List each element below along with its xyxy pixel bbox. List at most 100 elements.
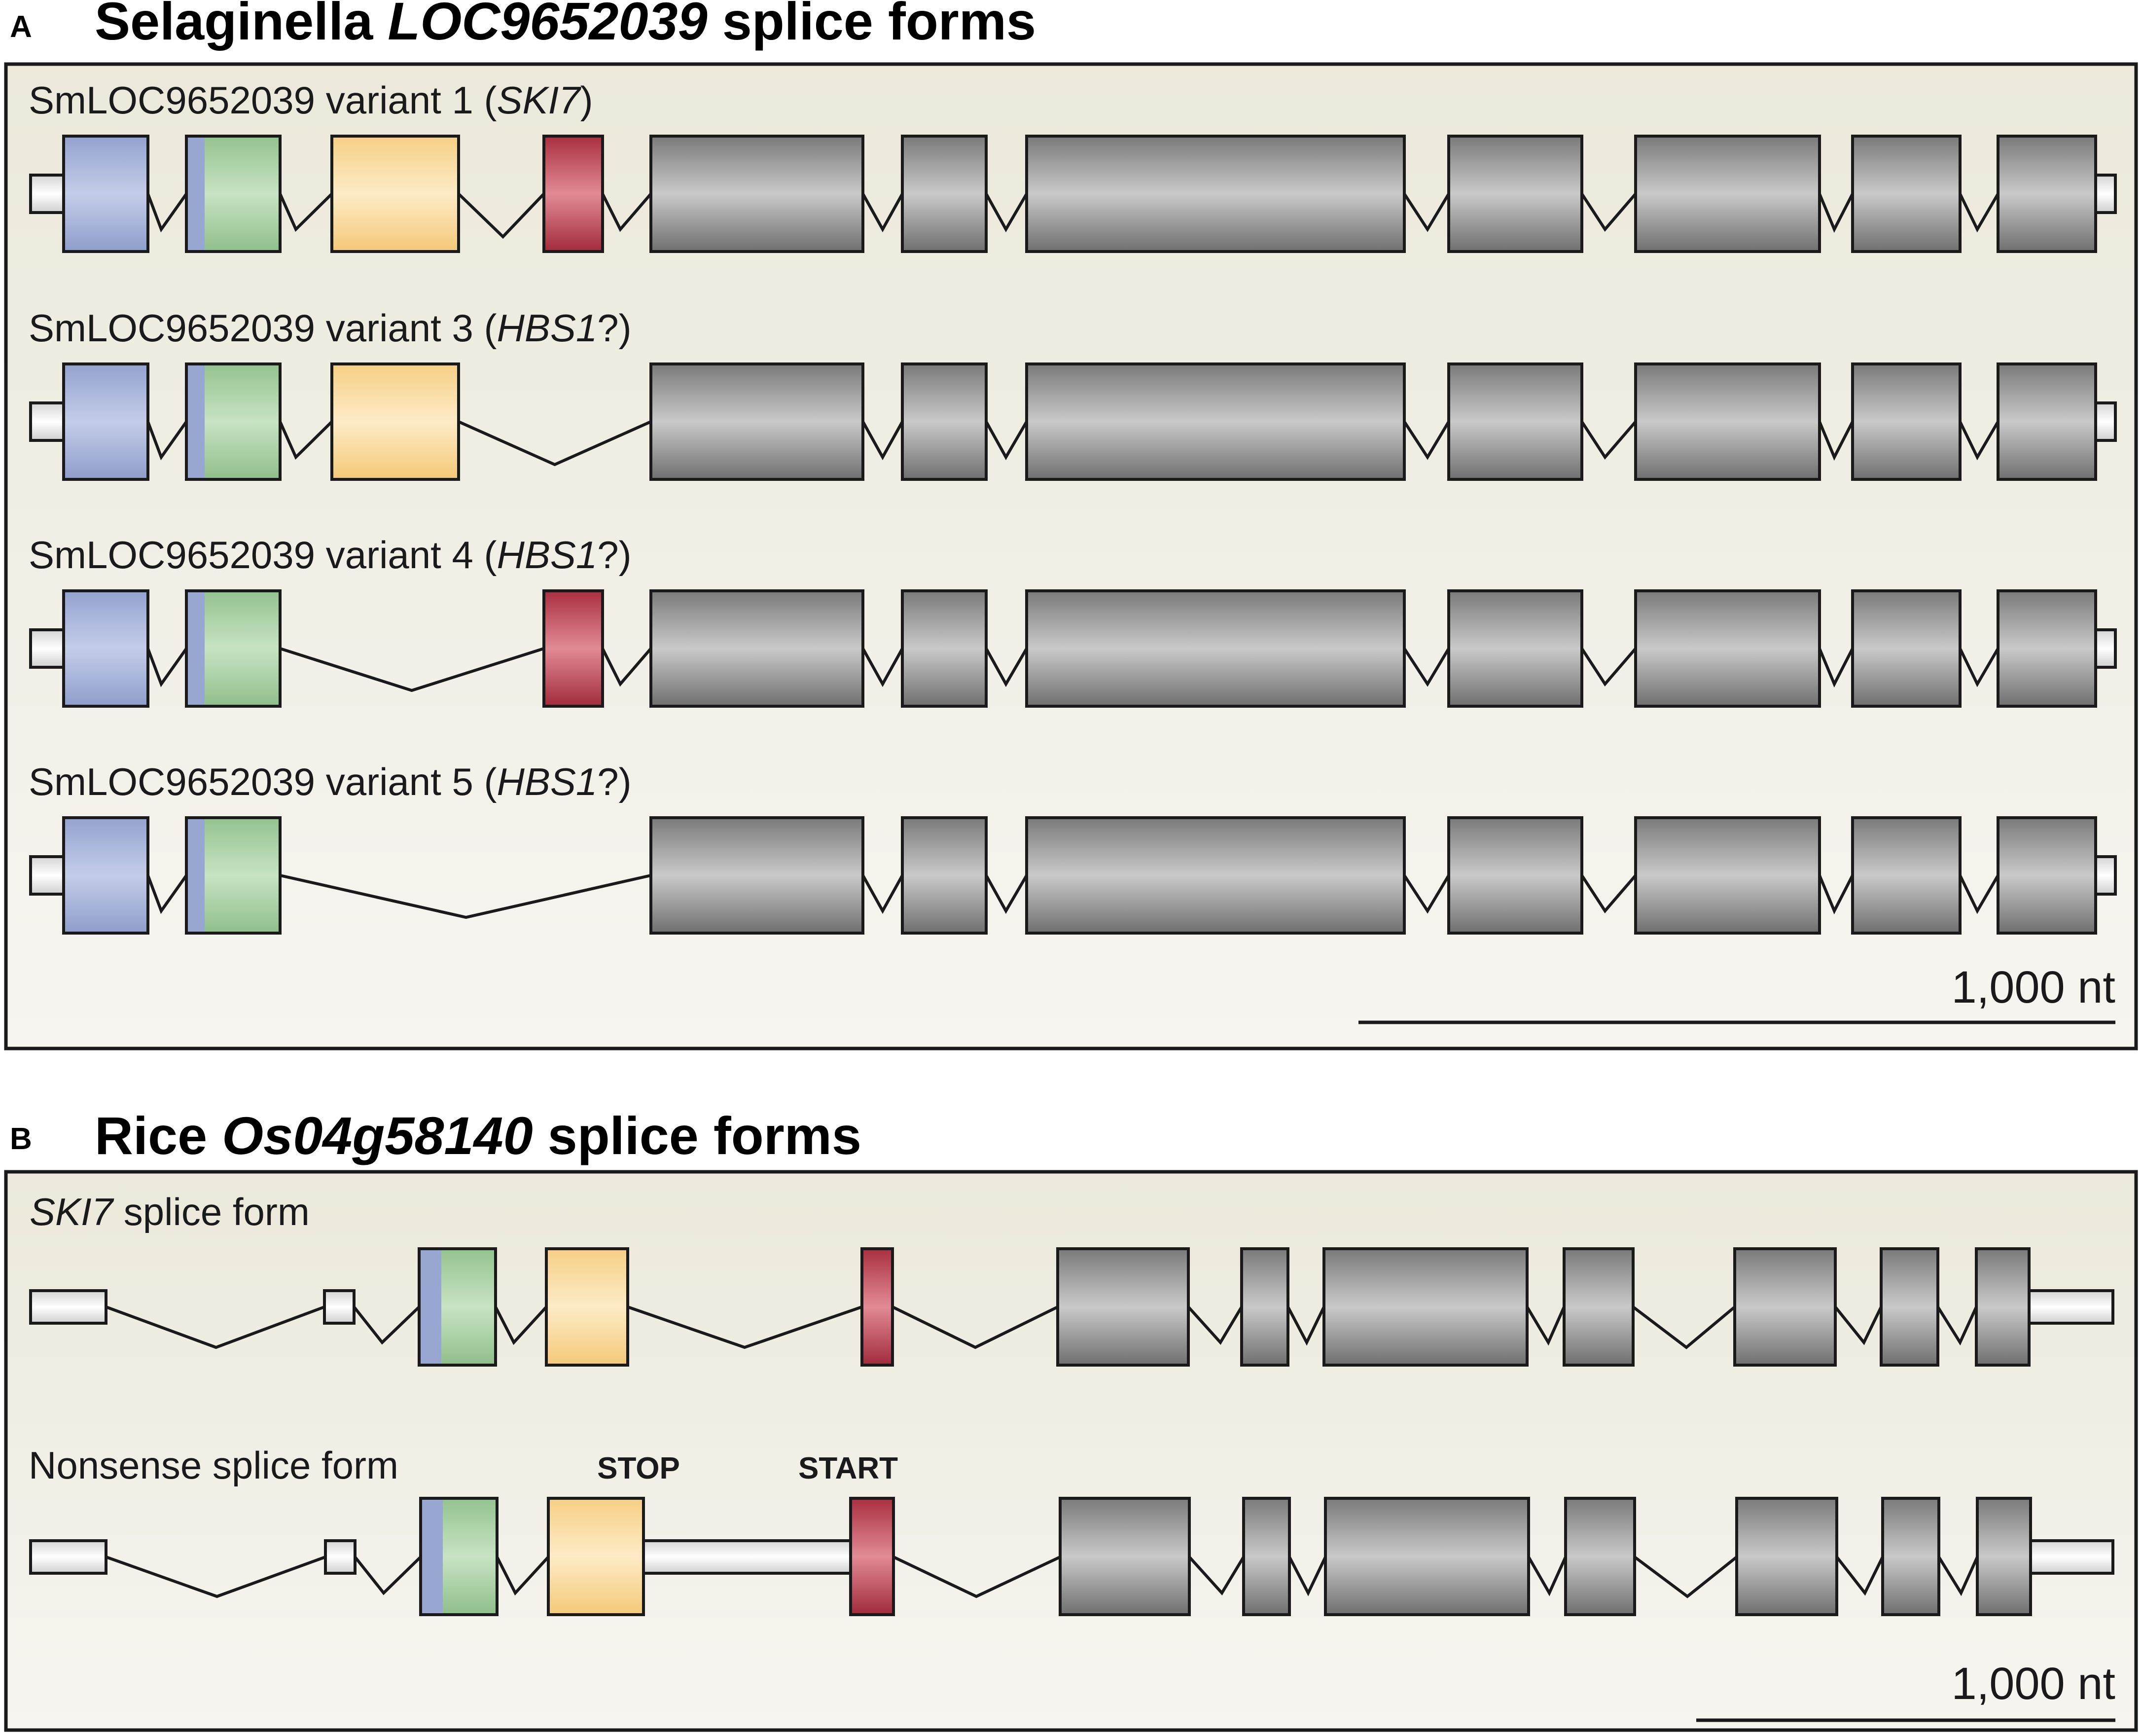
utr-5prime (29, 401, 65, 442)
gene-model-ski7-form (29, 1247, 2114, 1367)
track-label-nonsense-form: Nonsense splice form (29, 1444, 398, 1487)
intron-line (1403, 648, 1450, 687)
intron-line (1959, 193, 1999, 233)
panel-b-title: Rice Os04g58140 splice forms (95, 1106, 861, 1165)
utr-5prime (29, 628, 65, 669)
exon-grey (1564, 1497, 1636, 1616)
gene-model-variant-5 (29, 816, 2117, 935)
exon-grey (901, 362, 988, 481)
scale-bar-label: 1,000 nt (1951, 962, 2115, 1013)
track-label-ski7-form: SKI7 splice form (30, 1190, 310, 1233)
exon-grey (1733, 1247, 1837, 1367)
intron-line (494, 1305, 548, 1345)
intron-line (985, 193, 1028, 233)
exon-grey (1322, 1247, 1529, 1367)
intron-line (861, 648, 904, 687)
utr-3prime (2094, 401, 2117, 442)
exon-grey (1447, 362, 1583, 481)
gene-model-nonsense-form (29, 1497, 2114, 1616)
exon-blue-domain (62, 362, 149, 481)
exon-blue-domain (62, 589, 149, 708)
intron-line (1580, 874, 1637, 913)
exon-grey (1851, 362, 1962, 481)
exon-yellow-domain (547, 1497, 645, 1616)
intron-line (985, 648, 1028, 687)
intron-line (892, 1555, 1061, 1598)
intron-line (279, 192, 333, 232)
exon-grey (1634, 589, 1821, 708)
exon-grey (649, 362, 864, 481)
intron-line (146, 874, 188, 914)
intron-line (1937, 1556, 1979, 1596)
exon-grey (1025, 589, 1406, 708)
exon-grey (1975, 1247, 2031, 1367)
exon-yellow-domain (545, 1247, 629, 1367)
exon-grey (649, 816, 864, 935)
exon-grey (1447, 816, 1583, 935)
exon-grey (1997, 589, 2097, 708)
intron-line (1580, 193, 1637, 232)
exon-grey (1997, 135, 2097, 253)
exon-grey (1851, 589, 1962, 708)
exon-grey (1240, 1247, 1289, 1367)
exon-grey (1025, 135, 1406, 253)
exon-yellow-domain (330, 362, 460, 481)
exon-red-domain (849, 1497, 895, 1616)
intron-line (1188, 1555, 1245, 1596)
intron-line (1187, 1305, 1243, 1345)
exon-grey (1851, 816, 1962, 935)
exon-blue-stripe (188, 138, 205, 250)
exon-grey (901, 135, 988, 253)
intron-line (1634, 1555, 1738, 1598)
intron-line (861, 421, 904, 461)
exon-grey (1563, 1247, 1635, 1367)
intron-line (1818, 874, 1854, 915)
exon-grey (1881, 1497, 1940, 1616)
exon-grey (1242, 1497, 1291, 1616)
retained-intron-utr (642, 1539, 852, 1575)
intron-line (354, 1555, 422, 1595)
intron-line (1818, 648, 1854, 688)
intron-line (1959, 874, 1999, 914)
intron-line (458, 420, 652, 467)
gene-model-variant-3 (29, 362, 2117, 481)
intron-line (1834, 1306, 1883, 1345)
intron-line (105, 1555, 326, 1598)
exon-blue-stripe (188, 592, 205, 705)
stop-codon-label: STOP (597, 1451, 680, 1485)
intron-line (353, 1305, 421, 1345)
intron-line (861, 193, 904, 233)
utr-5prime (29, 1539, 107, 1575)
intron-line (985, 874, 1028, 914)
exon-grey (1059, 1497, 1191, 1616)
exon-grey (649, 135, 864, 253)
intron-line (1526, 1306, 1566, 1346)
exon-grey (1324, 1497, 1530, 1616)
exon-grey (1025, 362, 1406, 481)
exon-grey (1634, 362, 1821, 481)
utr-5prime-small (324, 1539, 357, 1575)
gene-model-variant-1 (29, 135, 2117, 253)
track-label-variant-4: SmLOC9652039 variant 4 (HBS1?) (29, 533, 632, 577)
utr-5prime (29, 855, 65, 896)
exon-grey (1997, 362, 2097, 481)
utr-5prime (29, 174, 65, 214)
exon-grey (1880, 1247, 1939, 1367)
intron-line (1959, 648, 1999, 687)
exon-grey (1447, 589, 1583, 708)
exon-blue-stripe (422, 1500, 443, 1613)
exon-grey (649, 589, 864, 708)
exon-red-domain (542, 135, 604, 253)
exon-grey (1056, 1247, 1190, 1367)
track-label-variant-3: SmLOC9652039 variant 3 (HBS1?) (29, 306, 632, 350)
exon-grey (1976, 1497, 2032, 1616)
utr-3prime (2094, 628, 2117, 669)
utr-5prime (29, 1289, 107, 1325)
intron-line (1580, 648, 1637, 687)
exon-grey (1997, 816, 2097, 935)
utr-3prime (2029, 1539, 2114, 1575)
intron-line (861, 874, 904, 914)
exon-grey (1025, 816, 1406, 935)
utr-5prime-small (323, 1289, 356, 1325)
